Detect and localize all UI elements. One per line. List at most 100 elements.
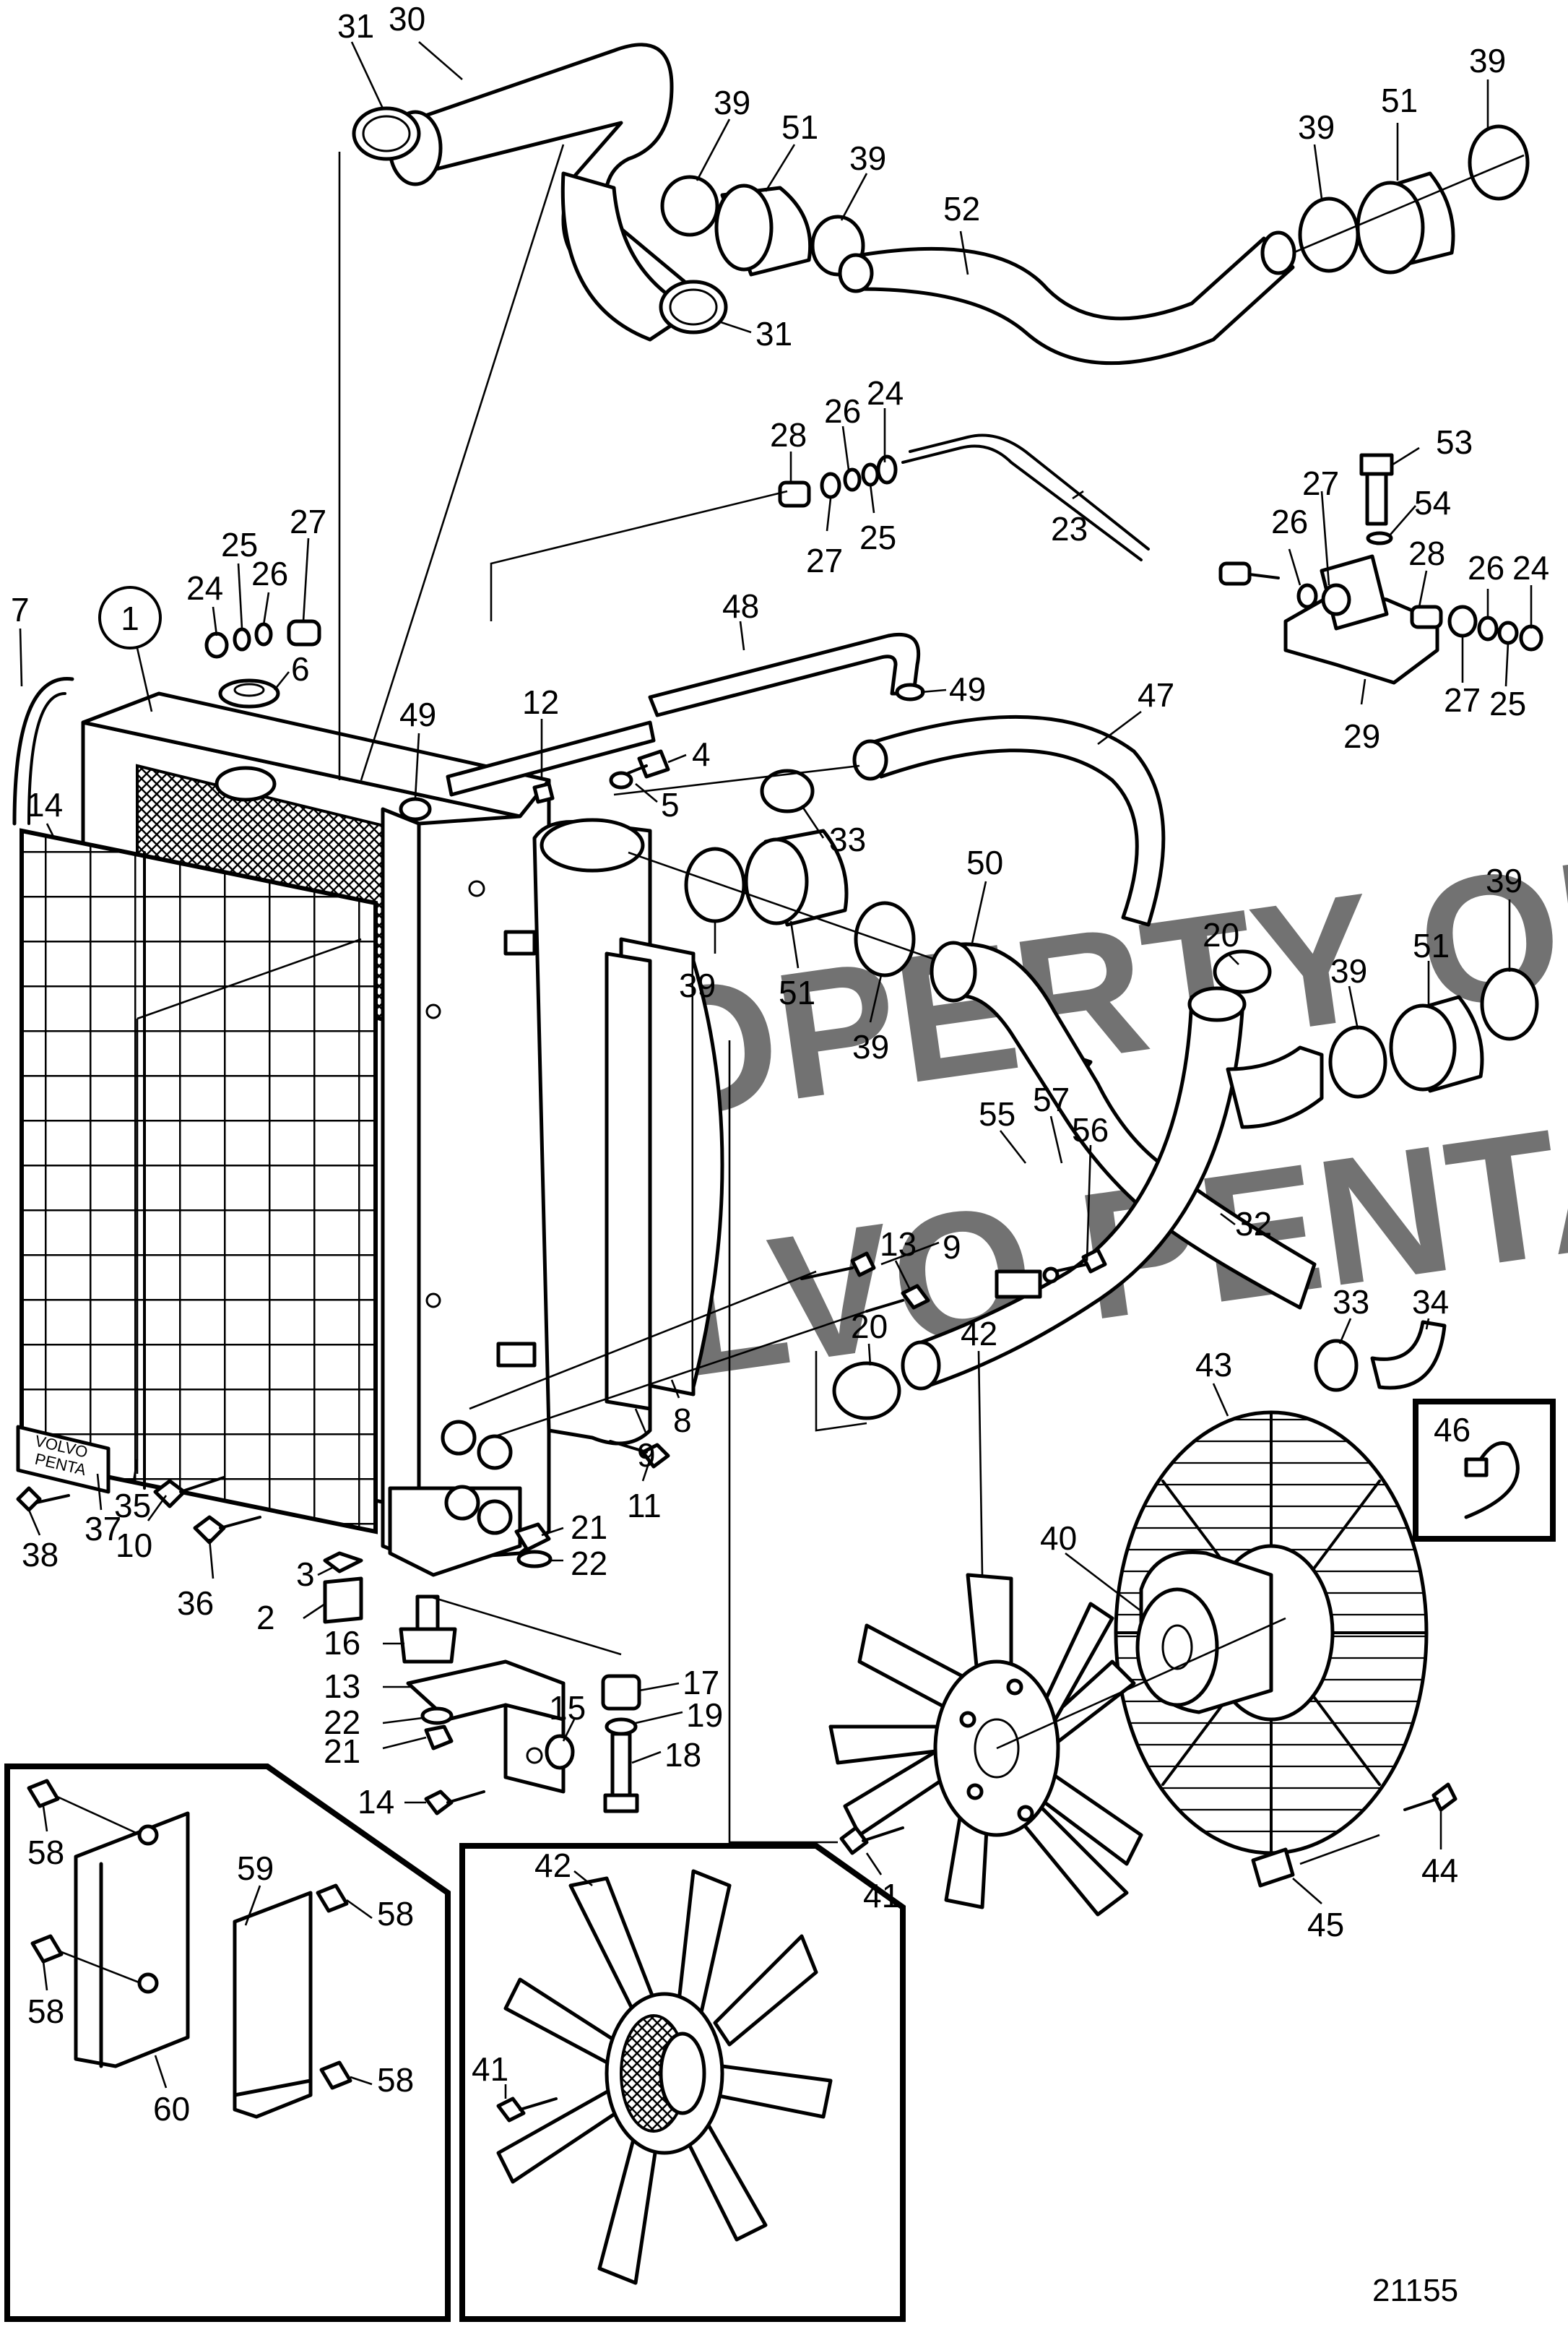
- callout-47: 47: [1138, 676, 1174, 714]
- mounting-bracket-assembly: [399, 1594, 641, 1816]
- callout-29: 29: [1343, 717, 1380, 755]
- grille-assembly-line: [137, 938, 362, 1020]
- alt-blade-5: [684, 2122, 768, 2242]
- callout-33: 33: [1333, 1283, 1369, 1321]
- inset-box-alt-fan: [459, 1843, 906, 2322]
- callout-25: 25: [859, 519, 896, 556]
- inset-box-46: [1413, 1399, 1556, 1542]
- bracket-60-hole-2: [137, 1972, 159, 1994]
- nut-57: [1042, 1266, 1060, 1284]
- callout-26: 26: [251, 555, 288, 592]
- callout-15: 15: [549, 1689, 586, 1727]
- rubber-mount-16-stud: [415, 1594, 440, 1631]
- bracket-60-hole-1: [137, 1824, 159, 1846]
- washer-54: [1366, 531, 1393, 545]
- callout-13: 13: [880, 1225, 917, 1263]
- callout-39: 39: [852, 1028, 889, 1066]
- side-tab-1: [503, 930, 537, 956]
- callout-3: 3: [296, 1555, 315, 1593]
- callout-13: 13: [324, 1667, 360, 1705]
- fitting-23-end: [1218, 561, 1252, 586]
- screw-58-d-head: [30, 1934, 64, 1964]
- side-tank-fitting-4: [477, 1499, 513, 1535]
- callout-32: 32: [1235, 1205, 1272, 1243]
- charge-air-pipe-50: [930, 941, 1317, 1310]
- bolt-13-line: [490, 1310, 867, 1439]
- callout-39: 39: [679, 967, 716, 1004]
- callout-57: 57: [1033, 1081, 1070, 1118]
- alt-bolt-41-head: [496, 2097, 526, 2123]
- callout-59: 59: [237, 1849, 274, 1887]
- bolt-18-head: [603, 1793, 639, 1813]
- callout-33: 33: [829, 821, 866, 858]
- side-tank-hole-3: [425, 1292, 441, 1308]
- callout-27: 27: [1302, 465, 1339, 502]
- top-right-assembly-line: [1292, 154, 1525, 254]
- washer-25-left: [233, 627, 251, 652]
- callout-20: 20: [851, 1308, 888, 1345]
- callout-39: 39: [1469, 42, 1506, 79]
- spacer-28-a: [778, 480, 811, 508]
- callout-42: 42: [961, 1315, 997, 1352]
- side-tank-fitting-2: [477, 1434, 513, 1470]
- overflow-hose-7-inner: [27, 692, 66, 825]
- washer-22-lower: [420, 1706, 454, 1725]
- cable-tie-46-head: [1464, 1457, 1489, 1477]
- fan-axis-line: [996, 1617, 1286, 1750]
- bolt-36-shank: [219, 1516, 261, 1529]
- screw-12-head: [532, 782, 555, 804]
- callout-49: 49: [399, 696, 436, 733]
- callout-21: 21: [571, 1508, 607, 1546]
- clip-49-right: [895, 683, 925, 701]
- radiator-grille: [20, 828, 378, 1534]
- shroud-panel-9: [605, 951, 652, 1411]
- bracket-line: [815, 1351, 867, 1432]
- callout-39: 39: [1330, 952, 1367, 990]
- callout-45: 45: [1307, 1906, 1344, 1943]
- callout-14: 14: [358, 1783, 394, 1821]
- callout-18: 18: [664, 1736, 701, 1774]
- alt-fan-blades-42: [496, 1869, 833, 2285]
- bolt-4-shank: [627, 764, 648, 774]
- screw-58-d-line: [57, 1949, 142, 1985]
- washer-22-upper: [516, 1550, 553, 1568]
- clamp-39-e: [684, 847, 746, 923]
- clamp-39-f: [854, 901, 916, 977]
- pipe-23-lower: [901, 444, 1143, 561]
- side-tank-hole-1: [468, 880, 485, 897]
- callout-38: 38: [22, 1536, 59, 1573]
- grille-frame: [20, 828, 378, 1534]
- bolt-36-head: [193, 1515, 226, 1545]
- right-middle-sleeve-group: [1328, 967, 1539, 1099]
- bolt-11-shank: [609, 1440, 648, 1454]
- callout-36: 36: [177, 1584, 214, 1622]
- spacer-45: [1251, 1847, 1295, 1888]
- drain-plug-2: [323, 1576, 363, 1624]
- hose-48-right: [648, 632, 921, 717]
- callout-42: 42: [534, 1847, 571, 1884]
- callout-40: 40: [1040, 1519, 1077, 1557]
- fan-hub-40-center: [1161, 1624, 1193, 1670]
- bolt-13-shank: [865, 1299, 904, 1313]
- screw-38-head: [16, 1486, 42, 1512]
- clamp-33-top: [760, 769, 815, 813]
- pipe-32-top-end: [1187, 986, 1247, 1022]
- fitting-23-thread: [1248, 573, 1280, 579]
- middle-sleeve-group: [628, 829, 940, 977]
- filler-cap-body: [218, 678, 280, 709]
- callout-7: 7: [11, 591, 30, 629]
- bolt-41-shank: [862, 1826, 904, 1842]
- vent-hose-48: [399, 632, 925, 821]
- radiator-side-rail: [381, 807, 421, 1563]
- clamp-33-lower: [1314, 1339, 1359, 1392]
- nut-21-lower: [424, 1724, 454, 1750]
- side-tank-fitting-1: [441, 1420, 477, 1456]
- callout-39: 39: [1486, 862, 1522, 899]
- bracket-60-body: [74, 1811, 190, 2068]
- callout-51: 51: [779, 974, 815, 1011]
- callout-34: 34: [1412, 1283, 1449, 1321]
- callout-24: 24: [1512, 549, 1549, 587]
- bracket-hole: [526, 1747, 543, 1764]
- side-tab-2: [496, 1342, 537, 1368]
- callout-28: 28: [770, 416, 807, 454]
